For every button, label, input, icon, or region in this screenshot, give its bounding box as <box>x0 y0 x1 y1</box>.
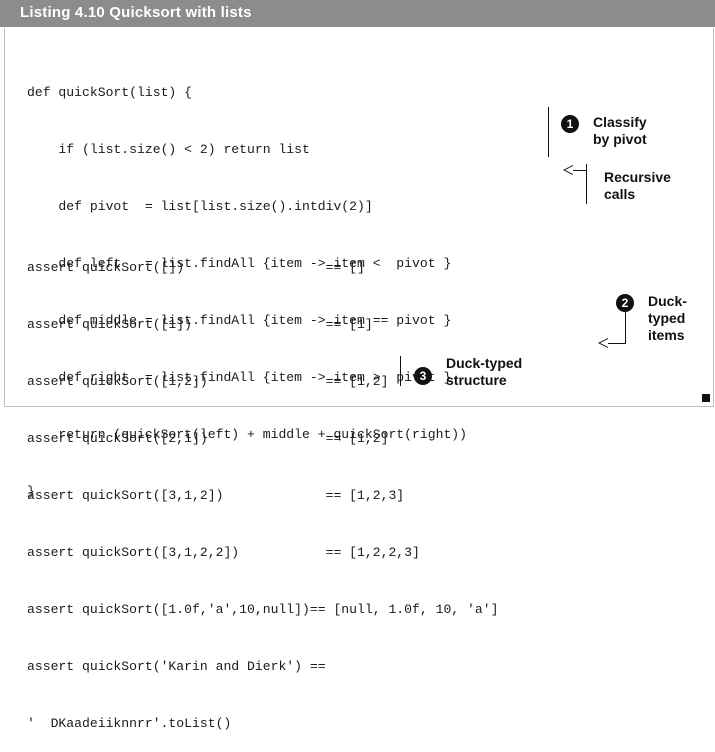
assert-code-block: assert quickSort([]) == [] assert quickS… <box>27 220 498 752</box>
callout-1-bracket <box>548 107 549 157</box>
callout-2-line <box>625 312 626 344</box>
recursive-callout-text: Recursive calls <box>604 169 671 202</box>
code-line: ' DKaadeiiknnrr'.toList() <box>27 716 232 731</box>
callout-3-bracket <box>400 356 401 386</box>
code-line: def middle = list.findAll {item -> item … <box>27 313 452 328</box>
code-line: assert quickSort([1]) == [1] <box>27 317 373 332</box>
code-line: def pivot = list[list.size().intdiv(2)] <box>27 199 373 214</box>
code-line: assert quickSort([]) == [] <box>27 260 365 275</box>
code-line: assert quickSort([3,1,2,2]) == [1,2,2,3] <box>27 545 420 560</box>
callout-2-number: 2 <box>616 294 634 312</box>
code-line: assert quickSort([1.0f,'a',10,null])== [… <box>27 602 499 617</box>
code-line: assert quickSort([2,1]) == [1,2] <box>27 431 389 446</box>
duck-items-arrow-inner <box>600 339 608 347</box>
recursive-arrow-inner <box>565 166 573 174</box>
code-line: def right = list.findAll {item -> item >… <box>27 370 452 385</box>
callout-2-hline <box>608 343 626 344</box>
code-line: assert quickSort([1,2]) == [1,2] <box>27 374 389 389</box>
callout-3-number: 3 <box>414 367 432 385</box>
recursive-bracket <box>586 164 587 204</box>
callout-1-text: Classify by pivot <box>593 114 647 147</box>
callout-3-text: Duck-typed structure <box>446 355 523 388</box>
listing-title: Listing 4.10 Quicksort with lists <box>20 4 252 21</box>
code-line: def quickSort(list) { <box>27 85 193 100</box>
code-line: def left = list.findAll {item -> item < … <box>27 256 452 271</box>
callout-2-text: Duck- typed items <box>648 293 687 343</box>
code-line: assert quickSort([3,1,2]) == [1,2,3] <box>27 488 405 503</box>
listing-header: Listing 4.10 Quicksort with lists <box>0 0 715 27</box>
listing-panel <box>4 28 714 407</box>
callout-1-number: 1 <box>561 115 579 133</box>
corner-mark <box>702 394 710 402</box>
recursive-line <box>573 170 586 171</box>
code-line: assert quickSort('Karin and Dierk') == <box>27 659 326 674</box>
code-line: if (list.size() < 2) return list <box>27 142 310 157</box>
